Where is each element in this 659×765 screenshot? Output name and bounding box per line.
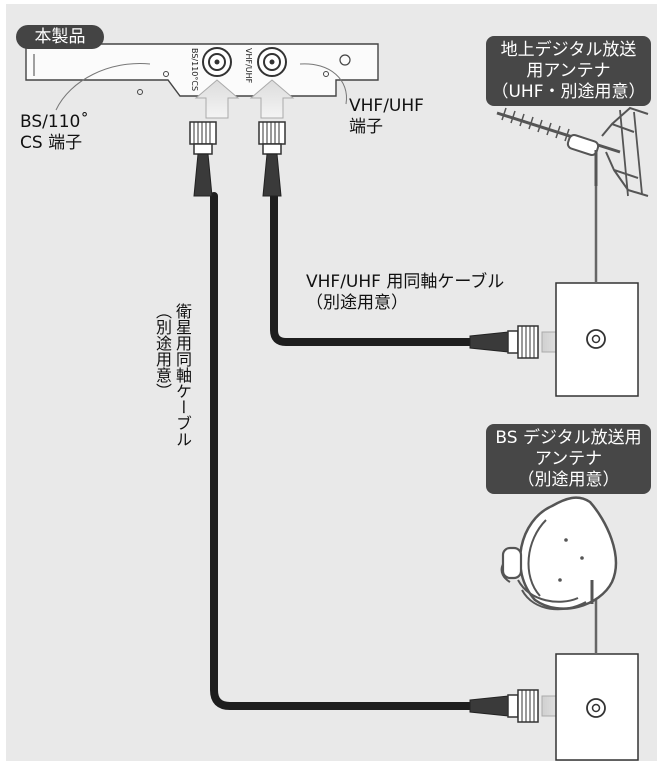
sat-cable-label: 衛星用同軸ケーブル xyxy=(173,303,192,447)
bs-port-label: BS/110˚ CS 端子 xyxy=(20,112,89,153)
product-bracket xyxy=(25,43,379,97)
coax-connector-icon xyxy=(258,121,286,197)
vhf-port-label: VHF/UHF 端子 xyxy=(349,96,424,137)
bs-connector-icon xyxy=(202,47,232,77)
wall-outlet-icon xyxy=(555,282,639,397)
wall-outlet-icon xyxy=(555,653,639,761)
coax-connector-icon xyxy=(469,689,539,723)
sat-cable xyxy=(210,192,512,710)
uhf-antenna-label: 地上デジタル放送 用アンテナ （UHF・別途用意） xyxy=(486,36,651,106)
insert-arrow-icon xyxy=(249,79,295,119)
coax-connector-icon xyxy=(469,325,539,359)
vhf-port-leader xyxy=(299,63,347,105)
coax-connector-icon xyxy=(189,121,217,197)
bs-port-print: BS/110°CS xyxy=(190,48,199,92)
product-label: 本製品 xyxy=(16,25,104,49)
bs-antenna-label: BS デジタル放送用 アンテナ （別途用意） xyxy=(486,424,651,494)
vhf-cable-label: VHF/UHF 用同軸ケーブル （別途用意） xyxy=(306,272,505,313)
vhf-connector-icon xyxy=(257,47,287,77)
sat-cable-sublabel: （別途用意） xyxy=(153,303,172,399)
bs-port-leader xyxy=(55,62,151,111)
insert-arrow-icon xyxy=(194,79,240,119)
vhf-cable xyxy=(270,192,512,346)
vhf-port-print: VHF/UHF xyxy=(244,48,253,84)
uhf-antenna-icon xyxy=(496,106,649,197)
satellite-dish-icon xyxy=(500,496,618,611)
